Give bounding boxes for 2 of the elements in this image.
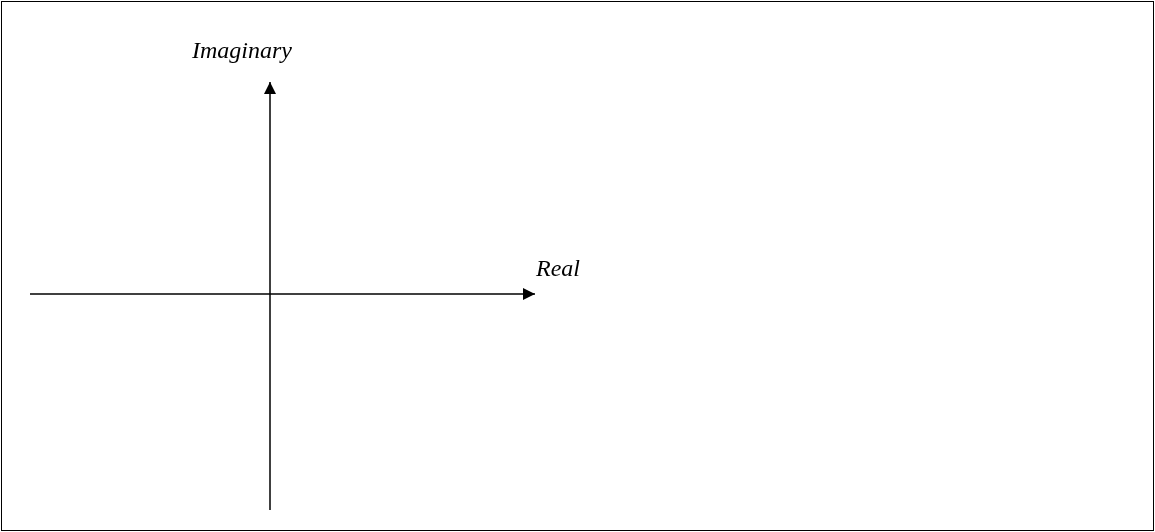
axis-label: Imaginary xyxy=(192,38,292,62)
axis-label: Real xyxy=(536,256,580,280)
